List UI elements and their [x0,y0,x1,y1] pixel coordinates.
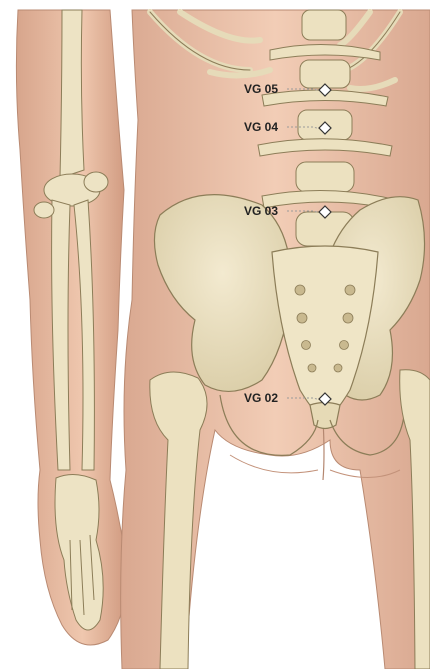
acupoint-label: VG 02 [244,391,278,405]
acupoint-label: VG 03 [244,204,278,218]
acupoint-label: VG 05 [244,82,278,96]
acupoint-label: VG 04 [244,120,278,134]
